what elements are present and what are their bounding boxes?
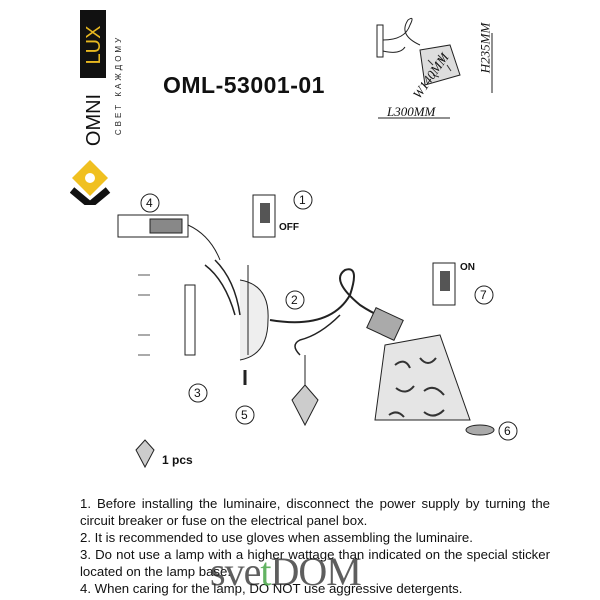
instruction-4: 4. When caring for the lamp, DO NOT use …: [80, 581, 463, 596]
safety-instructions: 1. Before installing the luminaire, disc…: [80, 495, 550, 597]
instruction-2: 2. It is recommended to use gloves when …: [80, 530, 473, 545]
watermark-part: DOM: [270, 549, 361, 594]
svg-text:СВЕТ КАЖДОМУ: СВЕТ КАЖДОМУ: [114, 35, 123, 135]
dimension-length: L300MM: [387, 104, 436, 119]
watermark: svetDOM: [210, 548, 362, 595]
model-number: OML-53001-01: [163, 72, 325, 98]
dimension-height: H235MM: [477, 22, 493, 74]
step-5-label: 5: [241, 408, 248, 422]
step-2-label: 2: [291, 293, 298, 307]
step-4-label: 4: [146, 196, 153, 210]
svg-text:OMNI: OMNI: [83, 94, 105, 146]
watermark-part: t: [260, 549, 271, 594]
step-1-label: 1: [299, 193, 306, 207]
omnilux-logo: LUX OMNI СВЕТ КАЖДОМУ: [70, 10, 123, 205]
watermark-part: sve: [210, 549, 261, 594]
step-6-label: 6: [504, 424, 511, 438]
crystal-count: 1 pcs: [162, 453, 193, 467]
assembly-diagram: [117, 190, 518, 469]
instruction-3: 3. Do not use a lamp with a higher watta…: [80, 547, 550, 579]
step-7-label: 7: [480, 288, 487, 302]
instruction-1: 1. Before installing the luminaire, disc…: [80, 496, 550, 528]
off-label: OFF: [279, 222, 299, 233]
dimension-drawing: [376, 17, 493, 119]
svg-text:LUX: LUX: [83, 26, 105, 65]
step-3-label: 3: [194, 386, 201, 400]
on-label: ON: [460, 262, 475, 273]
